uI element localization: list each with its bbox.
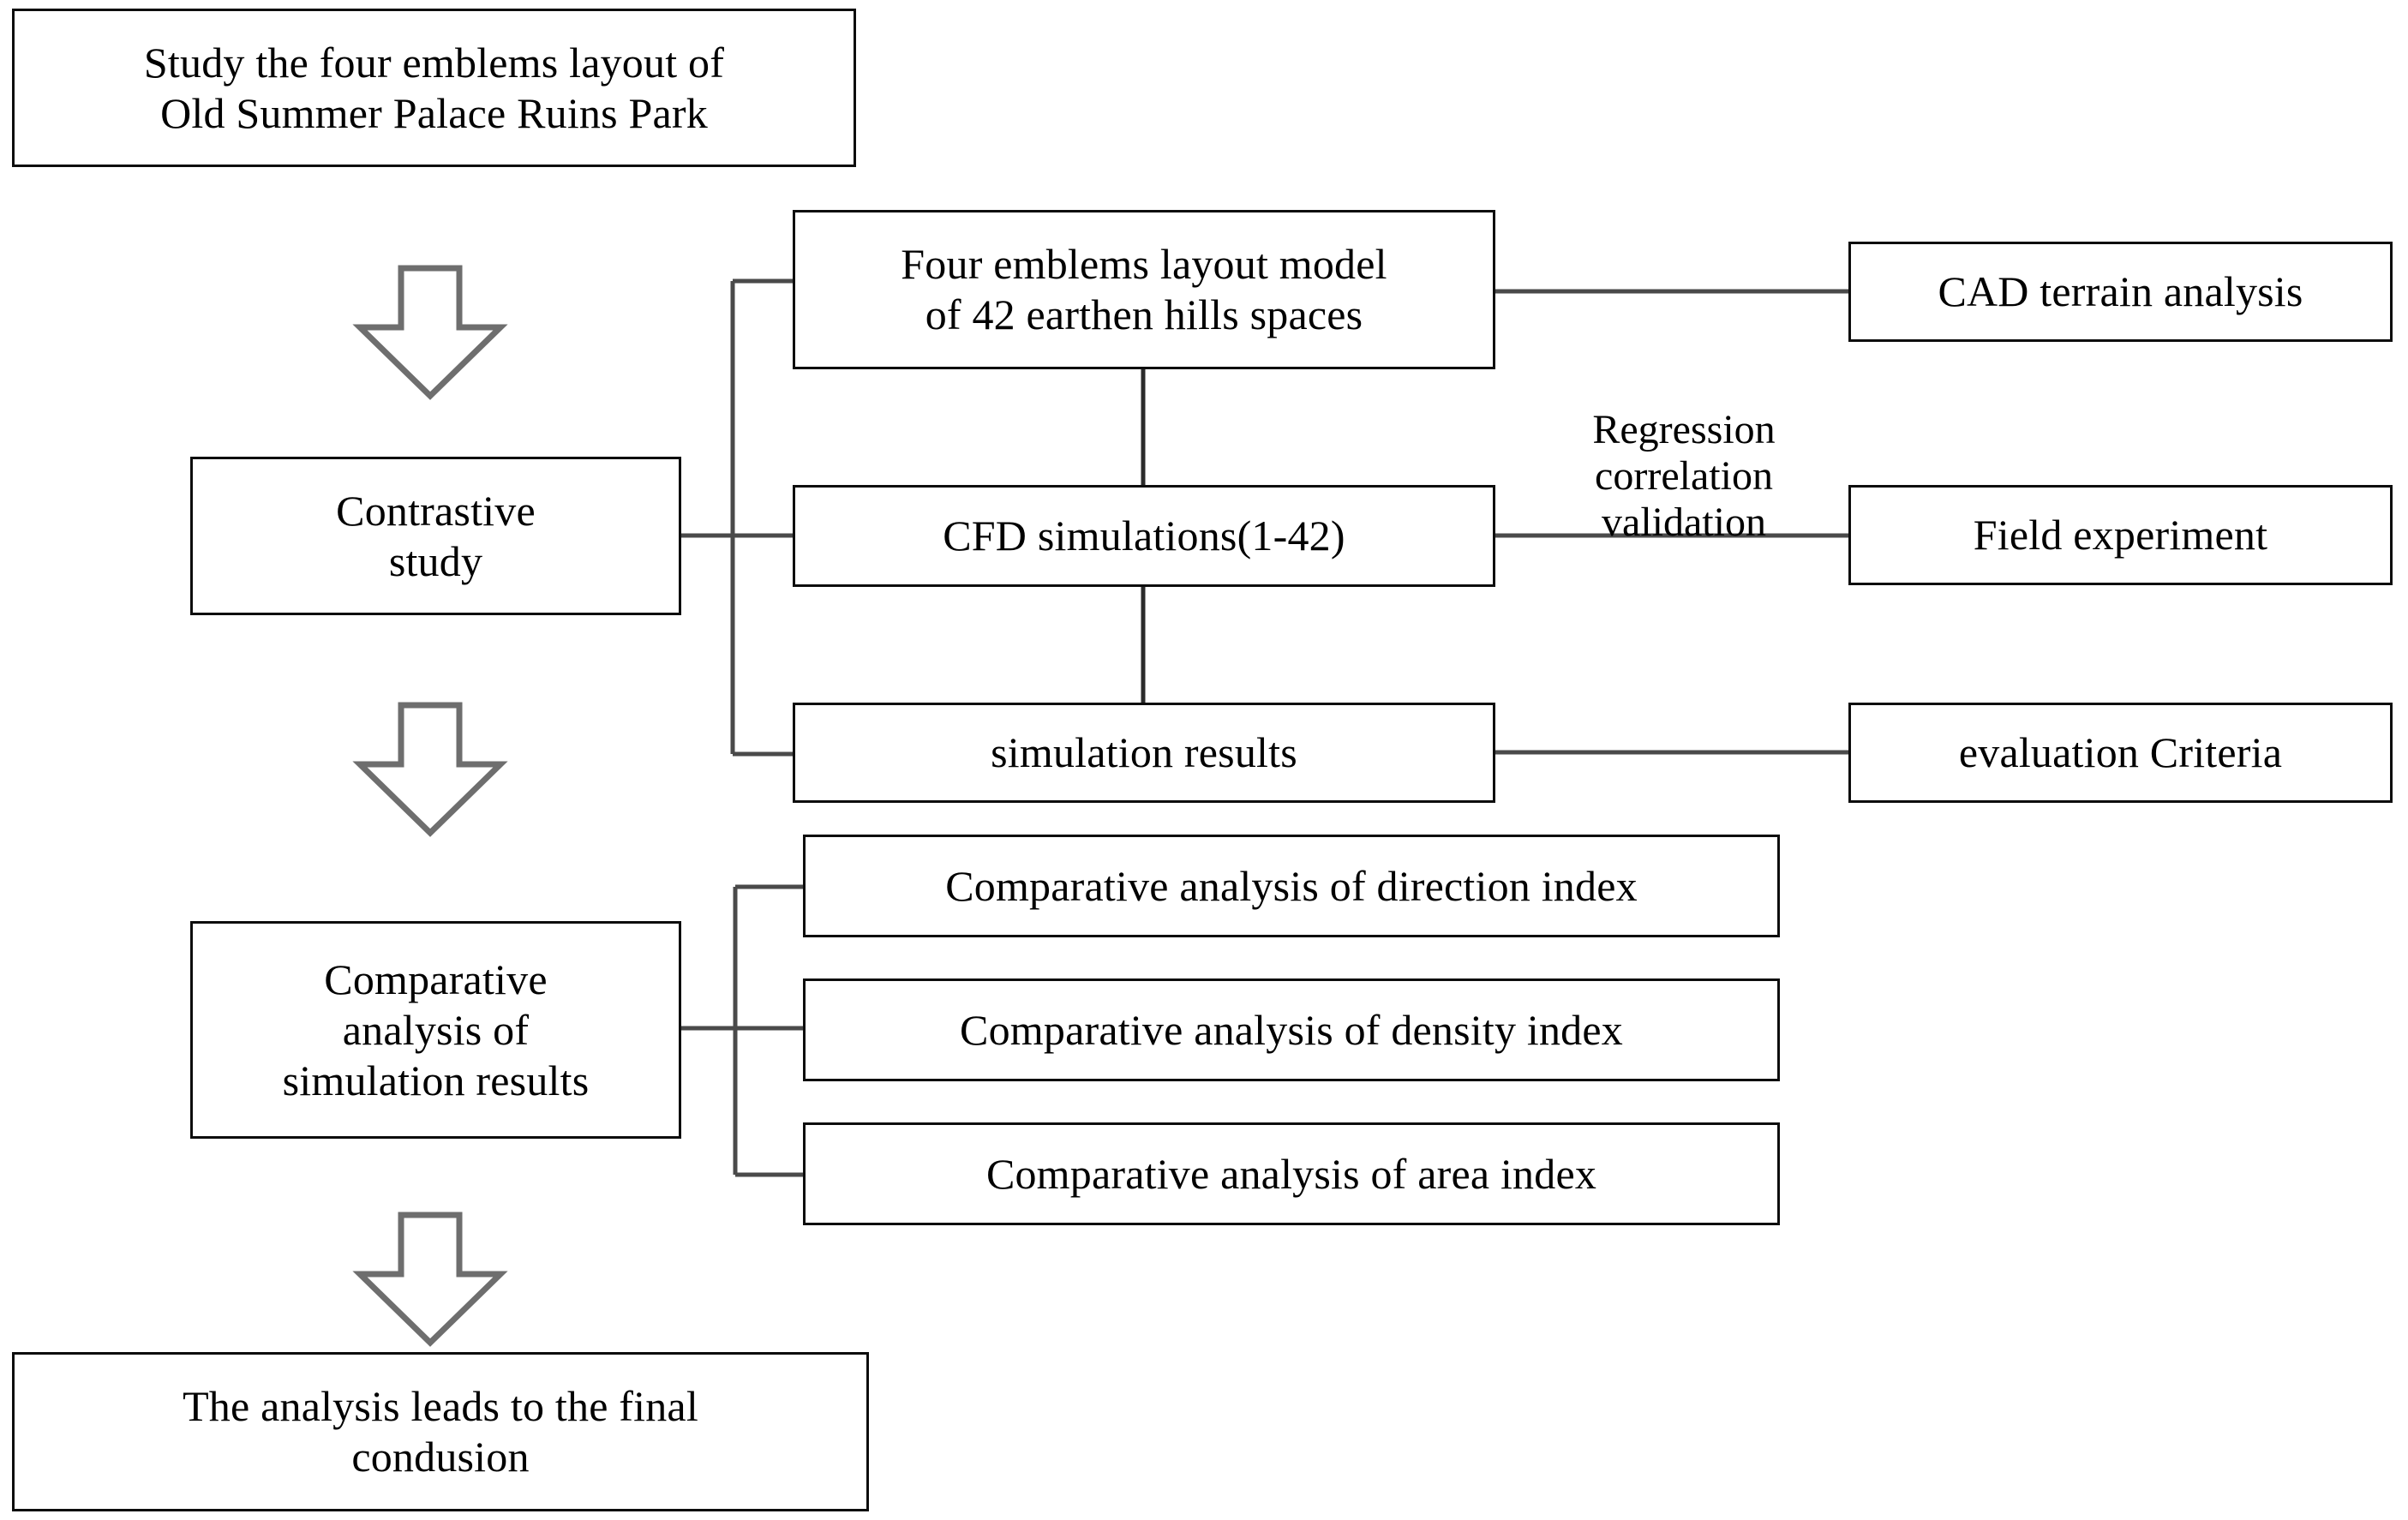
node-density-index[interactable]: Comparative analysis of density index: [803, 978, 1780, 1081]
node-area-index-label: Comparative analysis of area index: [985, 1149, 1597, 1198]
arrow-contrastive-to-comparative: [352, 702, 508, 837]
node-comparative-analysis[interactable]: Comparative analysis of simulation resul…: [190, 921, 681, 1139]
node-layout-model[interactable]: Four emblems layout model of 42 earthen …: [793, 210, 1495, 369]
node-study-topic-label: Study the four emblems layout of Old Sum…: [143, 38, 725, 137]
node-final-conclusion[interactable]: The analysis leads to the final condusio…: [12, 1352, 869, 1511]
node-contrastive-study-label: Contrastive study: [336, 486, 536, 585]
arrow-study-to-contrastive: [352, 265, 508, 400]
node-field-experiment-label: Field experiment: [1973, 511, 2268, 559]
node-cad-terrain-label: CAD terrain analysis: [1938, 267, 2303, 315]
node-cfd-simulations-label: CFD simulations(1-42): [943, 512, 1345, 560]
node-cad-terrain[interactable]: CAD terrain analysis: [1848, 242, 2393, 342]
middle-to-right-links: [1495, 289, 1848, 755]
node-final-conclusion-label: The analysis leads to the final condusio…: [183, 1382, 698, 1481]
bracket-contrastive-to-middle: [681, 278, 793, 757]
node-field-experiment[interactable]: Field experiment: [1848, 485, 2393, 585]
node-simulation-results-label: simulation results: [991, 728, 1297, 776]
node-density-index-label: Comparative analysis of density index: [960, 1005, 1623, 1054]
node-study-topic[interactable]: Study the four emblems layout of Old Sum…: [12, 9, 856, 167]
bracket-comparative-to-indices: [681, 884, 803, 1177]
arrow-comparative-to-conclusion: [352, 1212, 508, 1347]
node-layout-model-label: Four emblems layout model of 42 earthen …: [901, 240, 1387, 338]
node-cfd-simulations[interactable]: CFD simulations(1-42): [793, 485, 1495, 587]
node-evaluation-criteria[interactable]: evaluation Criteria: [1848, 703, 2393, 803]
node-area-index[interactable]: Comparative analysis of area index: [803, 1122, 1780, 1225]
node-direction-index[interactable]: Comparative analysis of direction index: [803, 835, 1780, 937]
node-contrastive-study[interactable]: Contrastive study: [190, 457, 681, 615]
node-simulation-results[interactable]: simulation results: [793, 703, 1495, 803]
node-evaluation-criteria-label: evaluation Criteria: [1958, 728, 2283, 776]
node-direction-index-label: Comparative analysis of direction index: [945, 861, 1638, 910]
node-comparative-analysis-label: Comparative analysis of simulation resul…: [282, 954, 590, 1104]
